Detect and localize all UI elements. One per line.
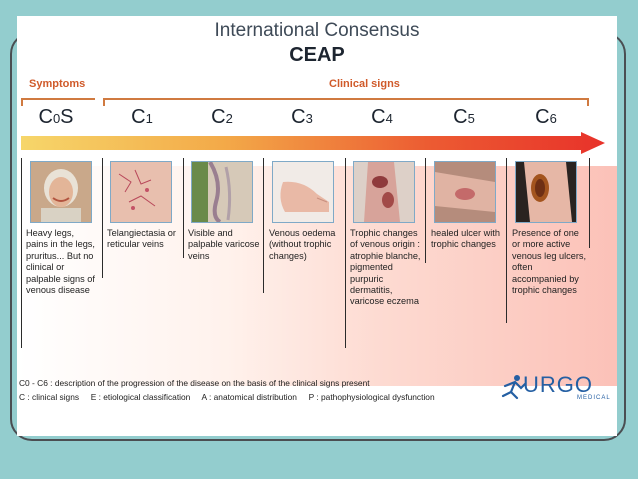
stage-label-c2: C2: [211, 106, 233, 128]
stage-label-c6: C6: [535, 106, 557, 128]
ceap-slide: International Consensus CEAP Symptoms Cl…: [17, 16, 617, 436]
separator-line: [345, 158, 346, 348]
stage-description-c1: Telangiectasia or reticular veins: [107, 228, 176, 250]
urgo-medical-logo: URGO MEDICAL: [501, 372, 611, 402]
stage-description-c5: healed ulcer with trophic changes: [431, 228, 500, 250]
symptoms-header: Symptoms: [29, 78, 86, 90]
stage-label-c0s: C0S: [38, 106, 74, 128]
separator-line: [589, 158, 590, 248]
progression-arrow: [21, 132, 605, 154]
separator-line: [21, 158, 22, 348]
clinical-signs-bracket: [103, 98, 589, 106]
separator-line: [506, 158, 507, 323]
photo-telangiectasia: [110, 161, 172, 223]
stage-description-c2: Visible and palpable varicose veins: [188, 228, 260, 261]
photo-varicose-veins: [191, 161, 253, 223]
photo-trophic-changes: [353, 161, 415, 223]
clinical-signs-header: Clinical signs: [329, 78, 400, 90]
stage-description-c6: Presence of one or more active venous le…: [512, 228, 587, 296]
photo-active-ulcer: [515, 161, 577, 223]
separator-line: [102, 158, 103, 278]
stage-label-c1: C1: [131, 106, 153, 128]
photo-healed-ulcer: [434, 161, 496, 223]
logo-word: URGO: [523, 372, 593, 397]
footer-description: C0 - C6 : description of the progression…: [19, 378, 370, 388]
stage-label-c3: C3: [291, 106, 313, 128]
logo-subword: MEDICAL: [577, 395, 611, 401]
photo-venous-oedema: [272, 161, 334, 223]
title-line-1: International Consensus: [214, 20, 420, 41]
stage-label-c4: C4: [371, 106, 393, 128]
photo-woman-portrait: [30, 161, 92, 223]
stage-description-c0s: Heavy legs, pains in the legs, pruritus.…: [26, 228, 95, 296]
separator-line: [183, 158, 184, 258]
separator-line: [425, 158, 426, 263]
stage-description-c3: Venous oedema (without trophic changes): [269, 228, 336, 261]
stage-description-c4: Trophic changes of venous origin : atrop…: [350, 228, 421, 307]
footer-legend: C : clinical signs E : etiological class…: [19, 392, 435, 402]
symptoms-bracket: [21, 98, 95, 106]
running-figure-icon: [501, 375, 527, 400]
separator-line: [263, 158, 264, 293]
title-line-2: CEAP: [289, 44, 345, 66]
stage-label-c5: C5: [453, 106, 475, 128]
